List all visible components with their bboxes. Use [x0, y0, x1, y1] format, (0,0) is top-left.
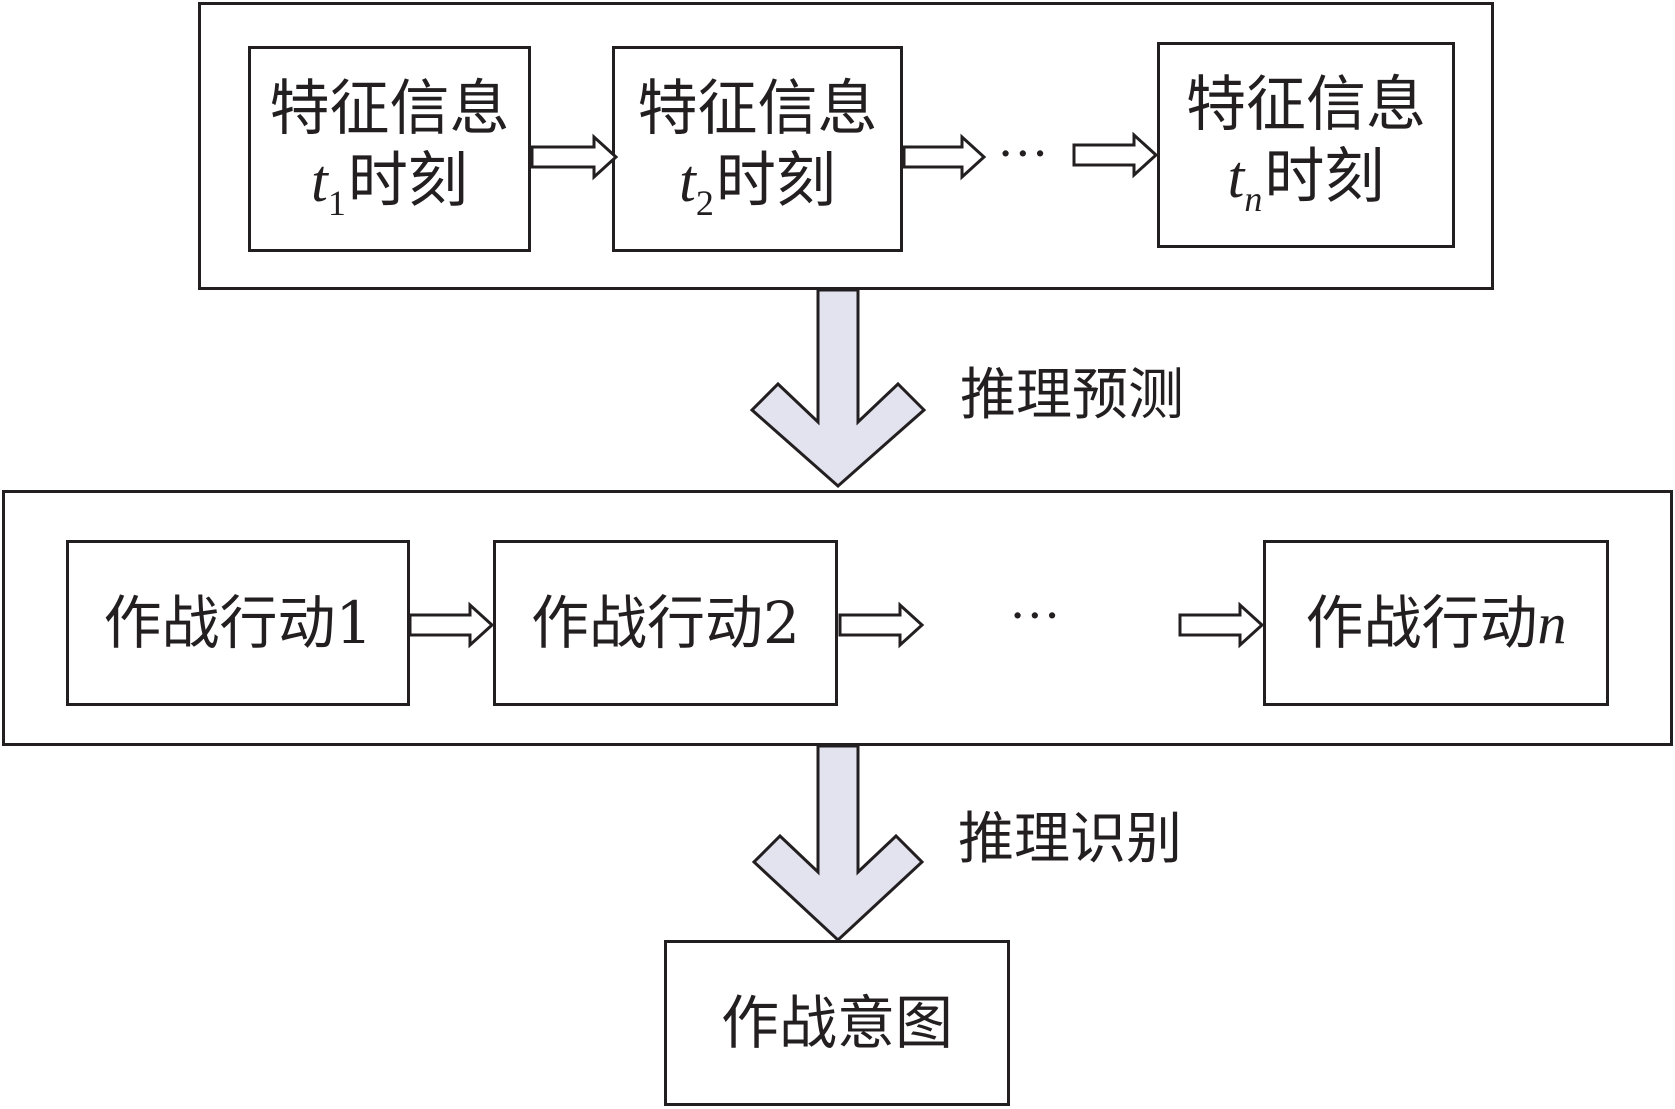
action-box-label: 作战行动n: [1305, 588, 1567, 657]
feature-box-title: 特征信息: [1186, 70, 1426, 140]
down-arrow-icon: [751, 744, 925, 943]
feature-box-tn: 特征信息 tn时刻: [1157, 42, 1455, 248]
hollow-arrow-icon: [902, 133, 987, 181]
action-box-2: 作战行动2: [493, 540, 838, 706]
feature-box-t2: 特征信息 t2时刻: [612, 46, 903, 252]
hollow-arrow-icon: [408, 601, 495, 649]
action-box-1: 作战行动1: [66, 540, 410, 706]
hollow-arrow-icon: [838, 601, 925, 649]
down-arrow-icon: [749, 288, 927, 489]
inference-recognition-label: 推理识别: [958, 807, 1182, 872]
inference-prediction-label: 推理预测: [960, 363, 1184, 428]
hollow-arrow-icon: [1178, 601, 1265, 649]
action-box-label: 作战行动1: [103, 589, 373, 657]
feature-box-time: t1时刻: [311, 146, 468, 223]
action-ellipsis: ···: [1010, 588, 1062, 644]
feature-box-time: t2时刻: [679, 146, 836, 223]
feature-box-title: 特征信息: [269, 74, 510, 144]
combat-intent-label: 作战意图: [720, 989, 953, 1057]
feature-box-title: 特征信息: [637, 74, 878, 144]
feature-ellipsis: ···: [998, 126, 1050, 182]
combat-intent-box: 作战意图: [664, 940, 1010, 1106]
hollow-arrow-icon: [530, 133, 619, 181]
feature-box-time: tn时刻: [1227, 142, 1385, 219]
action-box-label: 作战行动2: [531, 589, 800, 657]
hollow-arrow-icon: [1072, 131, 1159, 179]
feature-box-t1: 特征信息 t1时刻: [248, 46, 531, 252]
action-box-n: 作战行动n: [1263, 540, 1609, 706]
